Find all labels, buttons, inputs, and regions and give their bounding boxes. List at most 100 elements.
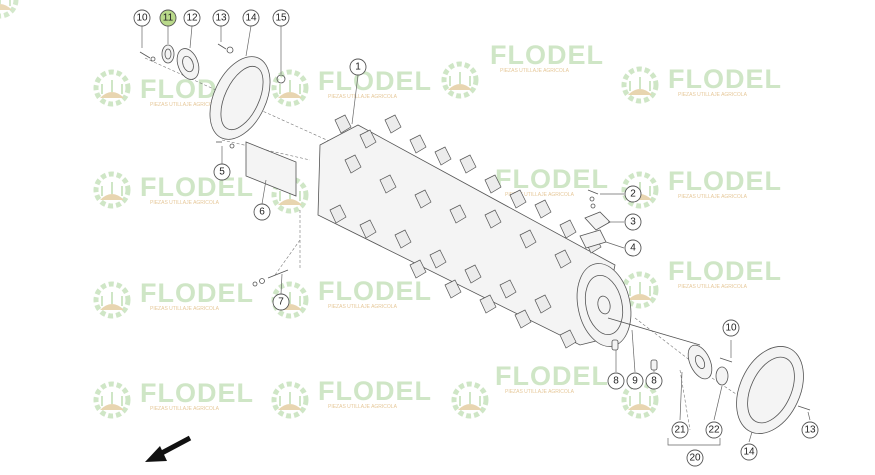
watermark-logo (0, 0, 19, 19)
callout-label: 12 (186, 13, 198, 24)
callout-10-right[interactable]: 10 (722, 319, 740, 337)
bolt-13 (217, 43, 227, 50)
watermark-tagline: PIEZAS UTILLAJE AGRICOLA (678, 92, 748, 98)
watermark-tagline: PIEZAS UTILLAJE AGRICOLA (505, 192, 575, 198)
callout-15[interactable]: 15 (272, 9, 290, 27)
bolt-13-right (797, 405, 811, 411)
callout-5[interactable]: 5 (213, 163, 231, 181)
callout-label: 11 (163, 13, 174, 24)
watermark-brand: FLODEL (318, 376, 432, 406)
watermark-brand: FLODEL (140, 172, 254, 202)
callout-10[interactable]: 10 (133, 9, 151, 27)
left-hardware (139, 43, 297, 287)
group-bracket-20 (667, 438, 721, 446)
callout-label: 1 (355, 62, 361, 73)
callout-1[interactable]: 1 (349, 58, 367, 76)
key-8-left (611, 339, 619, 351)
callout-label: 15 (275, 13, 287, 24)
callout-13-right[interactable]: 13 (801, 421, 819, 439)
washer-10 (150, 56, 156, 62)
direction-arrow (145, 435, 192, 462)
callout-21[interactable]: 21 (671, 421, 689, 439)
callout-label: 14 (743, 447, 755, 458)
callout-8-left[interactable]: 8 (607, 372, 625, 390)
watermark-tagline: PIEZAS UTILLAJE AGRICOLA (678, 284, 748, 290)
callout-11[interactable]: 11 (159, 9, 177, 27)
ring-14-right (736, 346, 804, 434)
flange-12 (176, 48, 200, 80)
watermark-tagline: PIEZAS UTILLAJE AGRICOLA (505, 389, 575, 395)
watermark-tagline: PIEZAS UTILLAJE AGRICOLA (150, 406, 220, 412)
watermark-tagline: PIEZAS UTILLAJE AGRICOLA (328, 304, 398, 310)
watermark-tagline: PIEZAS UTILLAJE AGRICOLA (500, 68, 570, 74)
watermark-brand: FLODEL (140, 378, 254, 408)
watermark-brand: FLODEL (668, 256, 782, 286)
callout-8-right[interactable]: 8 (645, 372, 663, 390)
callout-12[interactable]: 12 (183, 9, 201, 27)
callout-22[interactable]: 22 (705, 421, 723, 439)
callout-label: 13 (804, 425, 816, 436)
callout-label: 13 (215, 13, 227, 24)
callout-label: 10 (136, 13, 148, 24)
callout-label: 14 (245, 13, 257, 24)
watermark-brand: FLODEL (140, 278, 254, 308)
watermark-brand: FLODEL (318, 66, 432, 96)
bolt-7 (267, 269, 289, 279)
right-hardware (579, 189, 811, 446)
callout-label: 20 (689, 453, 701, 464)
watermark-brand: FLODEL (495, 361, 609, 391)
watermark-tagline: PIEZAS UTILLAJE AGRICOLA (150, 200, 220, 206)
callout-7[interactable]: 7 (272, 293, 290, 311)
bolt-10 (139, 51, 151, 59)
bolt-2 (587, 189, 599, 195)
callout-label: 7 (278, 297, 284, 308)
callout-label: 10 (725, 323, 737, 334)
watermark-brand: FLODEL (668, 166, 782, 196)
callout-label: 22 (708, 425, 720, 436)
callout-label: 21 (674, 425, 686, 436)
callout-label: 2 (630, 189, 636, 200)
watermark-tagline: PIEZAS UTILLAJE AGRICOLA (328, 404, 398, 410)
callout-label: 3 (630, 217, 636, 228)
watermark-brand: FLODEL (490, 40, 604, 70)
callout-13[interactable]: 13 (212, 9, 230, 27)
watermark-tagline: PIEZAS UTILLAJE AGRICOLA (150, 306, 220, 312)
callout-9[interactable]: 9 (626, 372, 644, 390)
watermark-brand: FLODEL (318, 276, 432, 306)
knife-3 (584, 211, 611, 231)
callout-label: 8 (613, 376, 619, 387)
watermark-layer (0, 0, 19, 19)
watermark-brand: FLODEL (495, 164, 609, 194)
callout-label: 8 (651, 376, 657, 387)
flange-21 (687, 344, 713, 380)
bearing-22 (715, 366, 729, 386)
bearing-11 (161, 44, 175, 64)
callout-label: 5 (219, 167, 225, 178)
watermark-tagline: PIEZAS UTILLAJE AGRICOLA (328, 94, 398, 100)
callout-4[interactable]: 4 (624, 239, 642, 257)
rotor-drum (317, 114, 701, 349)
callout-label: 6 (259, 207, 265, 218)
washer-15 (276, 74, 286, 84)
watermark-tagline: PIEZAS UTILLAJE AGRICOLA (678, 194, 748, 200)
callout-label: 9 (632, 376, 638, 387)
callout-14[interactable]: 14 (242, 9, 260, 27)
leader-lines (141, 25, 811, 443)
callout-3[interactable]: 3 (624, 213, 642, 231)
bolt-10-right (719, 357, 733, 363)
watermark-brand: FLODEL (668, 64, 782, 94)
callout-6[interactable]: 6 (253, 203, 271, 221)
clip-4 (579, 229, 607, 249)
blade-rows (329, 114, 602, 349)
callout-2[interactable]: 2 (624, 185, 642, 203)
shaft-9 (607, 317, 701, 346)
key-8-right (650, 359, 658, 371)
callouts: 10 11 12 13 14 15 1 5 6 7 2 3 4 10 8 9 8… (133, 9, 819, 467)
ring-14 (209, 56, 271, 140)
callout-14-right[interactable]: 14 (740, 443, 758, 461)
watermarks: FLODEL PIEZAS UTILLAJE AGRICOLA FLODEL P… (96, 40, 782, 416)
plate-6 (245, 141, 297, 197)
callout-20[interactable]: 20 (686, 449, 704, 467)
